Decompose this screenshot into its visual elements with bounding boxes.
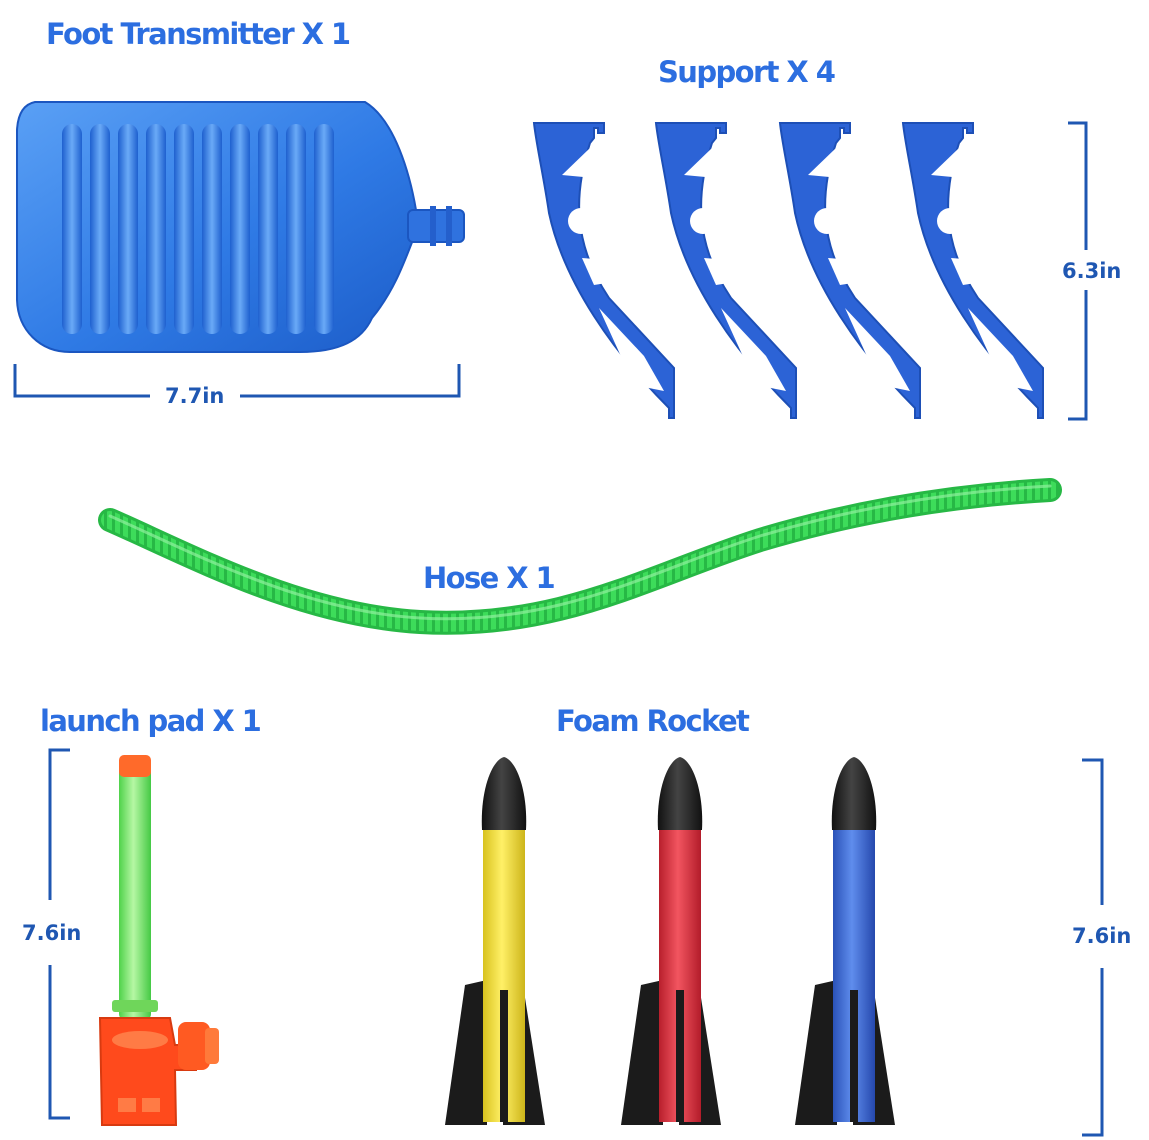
launch-pad xyxy=(98,755,219,1126)
foot-transmitter-pedal xyxy=(16,101,465,353)
foam-rocket-title: Foam Rocket xyxy=(556,704,750,738)
foam-rocket-blue xyxy=(795,757,895,1125)
launch-pad-title: launch pad X 1 xyxy=(40,704,261,738)
foot-transmitter-title: Foot Transmitter X 1 xyxy=(46,17,350,51)
foam-rocket-red xyxy=(621,757,721,1125)
support-height-bracket xyxy=(1068,121,1088,421)
hose xyxy=(98,478,1062,635)
support-height-label: 6.3in xyxy=(1062,259,1121,283)
foot-transmitter-width-bracket xyxy=(13,364,461,398)
rocket-height-bracket xyxy=(1082,758,1104,1137)
support-piece-1 xyxy=(533,122,675,419)
support-piece-3 xyxy=(779,122,921,419)
support-piece-2 xyxy=(655,122,797,419)
support-title: Support X 4 xyxy=(658,55,835,89)
launch-pad-height-bracket xyxy=(48,748,70,1120)
launch-pad-height-label: 7.6in xyxy=(22,921,81,945)
foam-rocket-yellow xyxy=(445,757,545,1125)
rocket-height-label: 7.6in xyxy=(1072,924,1131,948)
foot-transmitter-width-label: 7.7in xyxy=(165,384,224,408)
hose-title: Hose X 1 xyxy=(423,561,554,595)
support-piece-4 xyxy=(902,122,1044,419)
